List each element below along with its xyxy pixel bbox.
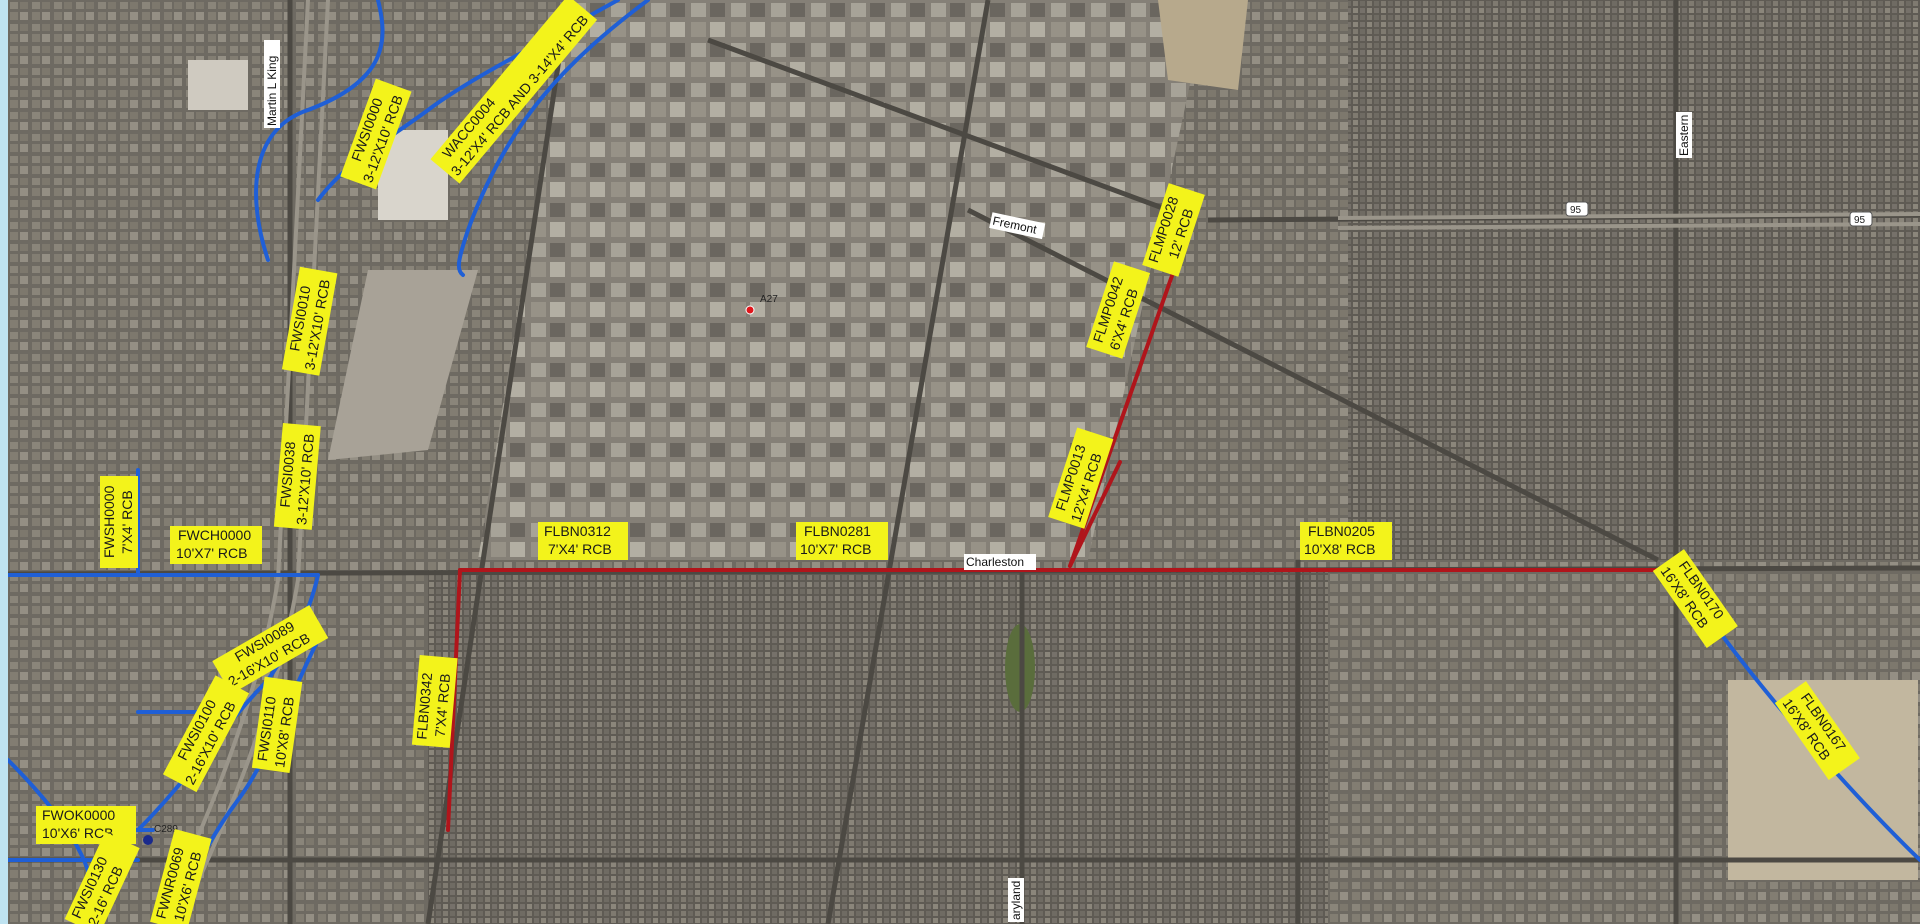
svg-text:7'X4' RCB: 7'X4' RCB bbox=[119, 490, 135, 554]
channel-label-flbn0312[interactable]: FLBN0312 7'X4' RCB bbox=[538, 522, 628, 560]
svg-text:Charleston: Charleston bbox=[966, 555, 1024, 569]
svg-text:FLBN0312: FLBN0312 bbox=[544, 523, 611, 539]
map-canvas[interactable]: A27 C289 95 95 Martin L King Eastern bbox=[8, 0, 1920, 924]
svg-text:Martin L King: Martin L King bbox=[265, 56, 279, 126]
street-label-eastern: Eastern bbox=[1676, 112, 1692, 158]
channel-label-fwok0000[interactable]: FWOK0000 10'X6' RCB bbox=[36, 806, 136, 844]
channel-label-fwch0000[interactable]: FWCH0000 10'X7' RCB bbox=[170, 526, 262, 564]
svg-text:3-12'X10' RCB: 3-12'X10' RCB bbox=[293, 433, 317, 526]
svg-text:FWOK0000: FWOK0000 bbox=[42, 807, 115, 823]
svg-text:Eastern: Eastern bbox=[1677, 115, 1691, 156]
point-a-marker[interactable] bbox=[745, 305, 755, 315]
svg-text:FLBN0205: FLBN0205 bbox=[1308, 523, 1375, 539]
svg-text:FWCH0000: FWCH0000 bbox=[178, 527, 251, 543]
building bbox=[188, 60, 248, 110]
channel-label-flbn0281[interactable]: FLBN0281 10'X7' RCB bbox=[796, 522, 888, 560]
downtown-area bbox=[478, 0, 1208, 560]
svg-text:FLBN0342: FLBN0342 bbox=[413, 672, 435, 740]
point-a-label: A27 bbox=[760, 294, 778, 305]
svg-text:10'X7' RCB: 10'X7' RCB bbox=[176, 545, 248, 561]
svg-text:95: 95 bbox=[1570, 205, 1582, 216]
aerial-map[interactable]: A27 C289 95 95 Martin L King Eastern bbox=[8, 0, 1920, 924]
svg-text:7'X4' RCB: 7'X4' RCB bbox=[548, 541, 612, 557]
street-label-maryland: aryland bbox=[1008, 878, 1024, 922]
street-label-charleston: Charleston bbox=[964, 554, 1036, 570]
svg-text:FWSI0038: FWSI0038 bbox=[277, 441, 299, 508]
svg-text:10'X7' RCB: 10'X7' RCB bbox=[800, 541, 872, 557]
svg-text:10'X6' RCB: 10'X6' RCB bbox=[42, 825, 114, 841]
channel-label-fwsi0110[interactable]: FWSI0110 10'X8' RCB bbox=[251, 676, 303, 774]
channel-label-fwsh0000[interactable]: FWSH0000 7'X4' RCB bbox=[100, 476, 138, 568]
svg-text:10'X8' RCB: 10'X8' RCB bbox=[1304, 541, 1376, 557]
point-b-marker[interactable] bbox=[143, 835, 153, 845]
svg-text:FLBN0281: FLBN0281 bbox=[804, 523, 871, 539]
point-b-label: C289 bbox=[154, 824, 178, 835]
highway-shield-us95-b: 95 bbox=[1849, 211, 1873, 227]
svg-text:aryland: aryland bbox=[1009, 881, 1023, 920]
rail-yard bbox=[328, 270, 478, 460]
east-residential bbox=[1348, 0, 1920, 560]
channel-label-fwsi0010[interactable]: FWSI0010 3-12'X10' RCB bbox=[281, 266, 338, 376]
freeway bbox=[156, 0, 1920, 924]
channel-label-flbn0342[interactable]: FLBN0342 7'X4' RCB bbox=[411, 654, 458, 748]
channel-label-fwsi0038[interactable]: FWSI0038 3-12'X10' RCB bbox=[273, 422, 321, 530]
svg-text:95: 95 bbox=[1854, 215, 1866, 226]
street-label-martin-l-king: Martin L King bbox=[264, 40, 280, 128]
vacant-lot bbox=[1158, 0, 1248, 90]
highway-shield-us95-a: 95 bbox=[1565, 201, 1589, 217]
channel-label-flbn0205[interactable]: FLBN0205 10'X8' RCB bbox=[1300, 522, 1392, 560]
svg-text:7'X4' RCB: 7'X4' RCB bbox=[432, 673, 453, 738]
svg-text:FWSH0000: FWSH0000 bbox=[101, 485, 117, 558]
